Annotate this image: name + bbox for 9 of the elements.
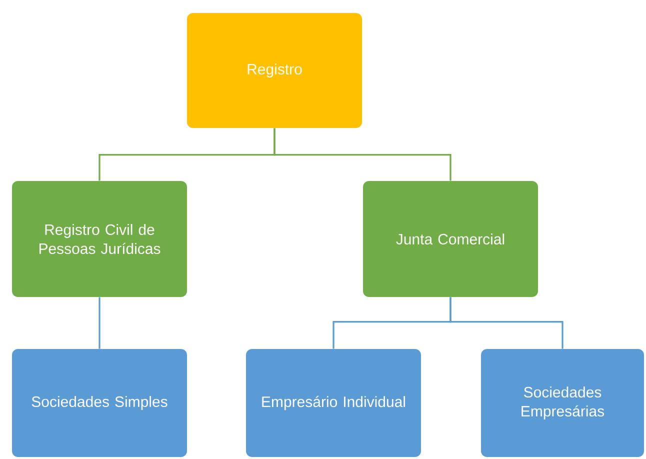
- category-box: Registro Civil de Pessoas Jurídicas: [12, 181, 187, 297]
- connector-line: [274, 128, 452, 181]
- connector-line: [98, 297, 100, 349]
- leaf-box: Sociedades Simples: [12, 349, 187, 457]
- root-box: Registro: [187, 13, 362, 128]
- category-box: Junta Comercial: [363, 181, 538, 297]
- leaf-box: Sociedades Empresárias: [481, 349, 644, 457]
- connector-line: [450, 297, 564, 349]
- leaf-box: Empresário Individual: [246, 349, 421, 457]
